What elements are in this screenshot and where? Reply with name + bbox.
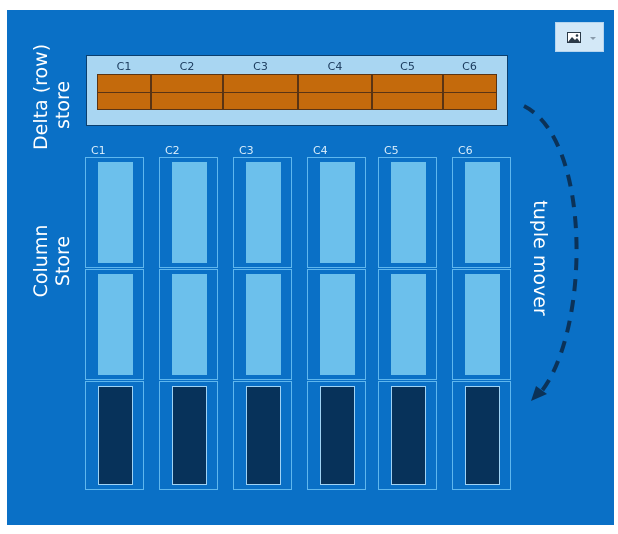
compressed-segment	[307, 381, 366, 490]
open-segment	[159, 157, 218, 268]
delta-store-label-line1: Delta (row)	[30, 43, 52, 150]
column-store-label-line1: Column	[30, 224, 52, 298]
row-column-divider	[150, 75, 152, 109]
row-column-divider	[297, 75, 299, 109]
compressed-segment	[452, 381, 511, 490]
delta-column-header: C5	[400, 60, 415, 73]
segment-fill	[246, 274, 281, 375]
image-options-button[interactable]	[555, 22, 604, 52]
open-segment	[452, 157, 511, 268]
column-store-header: C3	[239, 144, 254, 157]
chevron-down-icon[interactable]	[590, 37, 596, 40]
compressed-segment	[85, 381, 144, 490]
column-store-header: C4	[313, 144, 328, 157]
open-segment	[378, 269, 437, 380]
open-segment	[452, 269, 511, 380]
delta-row-table	[97, 74, 497, 110]
delta-store-label-line2: store	[52, 80, 74, 130]
open-segment	[307, 157, 366, 268]
segment-fill	[98, 162, 133, 263]
compressed-segment	[233, 381, 292, 490]
delta-column-header: C6	[462, 60, 477, 73]
column-store-header: C5	[384, 144, 399, 157]
segment-fill	[465, 274, 500, 375]
segment-fill	[172, 162, 207, 263]
column-store-label: Column Store	[30, 221, 80, 301]
compressed-segment	[378, 381, 437, 490]
compressed-segment	[159, 381, 218, 490]
segment-fill	[320, 162, 355, 263]
segment-fill	[391, 162, 426, 263]
segment-fill	[391, 386, 426, 485]
tuple-mover-label: tuple mover	[529, 200, 551, 316]
row-column-divider	[442, 75, 444, 109]
row-column-divider	[222, 75, 224, 109]
open-segment	[233, 157, 292, 268]
column-store-label-line2: Store	[52, 235, 74, 287]
column-store-header: C6	[458, 144, 473, 157]
segment-fill	[465, 386, 500, 485]
open-segment	[159, 269, 218, 380]
open-segment	[233, 269, 292, 380]
segment-fill	[172, 274, 207, 375]
open-segment	[85, 269, 144, 380]
segment-fill	[246, 386, 281, 485]
column-store-header: C2	[165, 144, 180, 157]
open-segment	[307, 269, 366, 380]
segment-fill	[98, 386, 133, 485]
delta-store-label: Delta (row) store	[30, 43, 80, 150]
open-segment	[378, 157, 437, 268]
column-store-header: C1	[91, 144, 106, 157]
delta-column-header: C4	[327, 60, 343, 73]
image-icon	[567, 32, 581, 43]
segment-fill	[320, 274, 355, 375]
open-segment	[85, 157, 144, 268]
segment-fill	[98, 274, 133, 375]
segment-fill	[391, 274, 426, 375]
delta-column-header: C3	[253, 60, 268, 73]
segment-fill	[246, 162, 281, 263]
segment-fill	[465, 162, 500, 263]
delta-column-header: C1	[116, 60, 132, 73]
segment-fill	[172, 386, 207, 485]
segment-fill	[320, 386, 355, 485]
delta-column-header: C2	[179, 60, 195, 73]
row-column-divider	[371, 75, 373, 109]
